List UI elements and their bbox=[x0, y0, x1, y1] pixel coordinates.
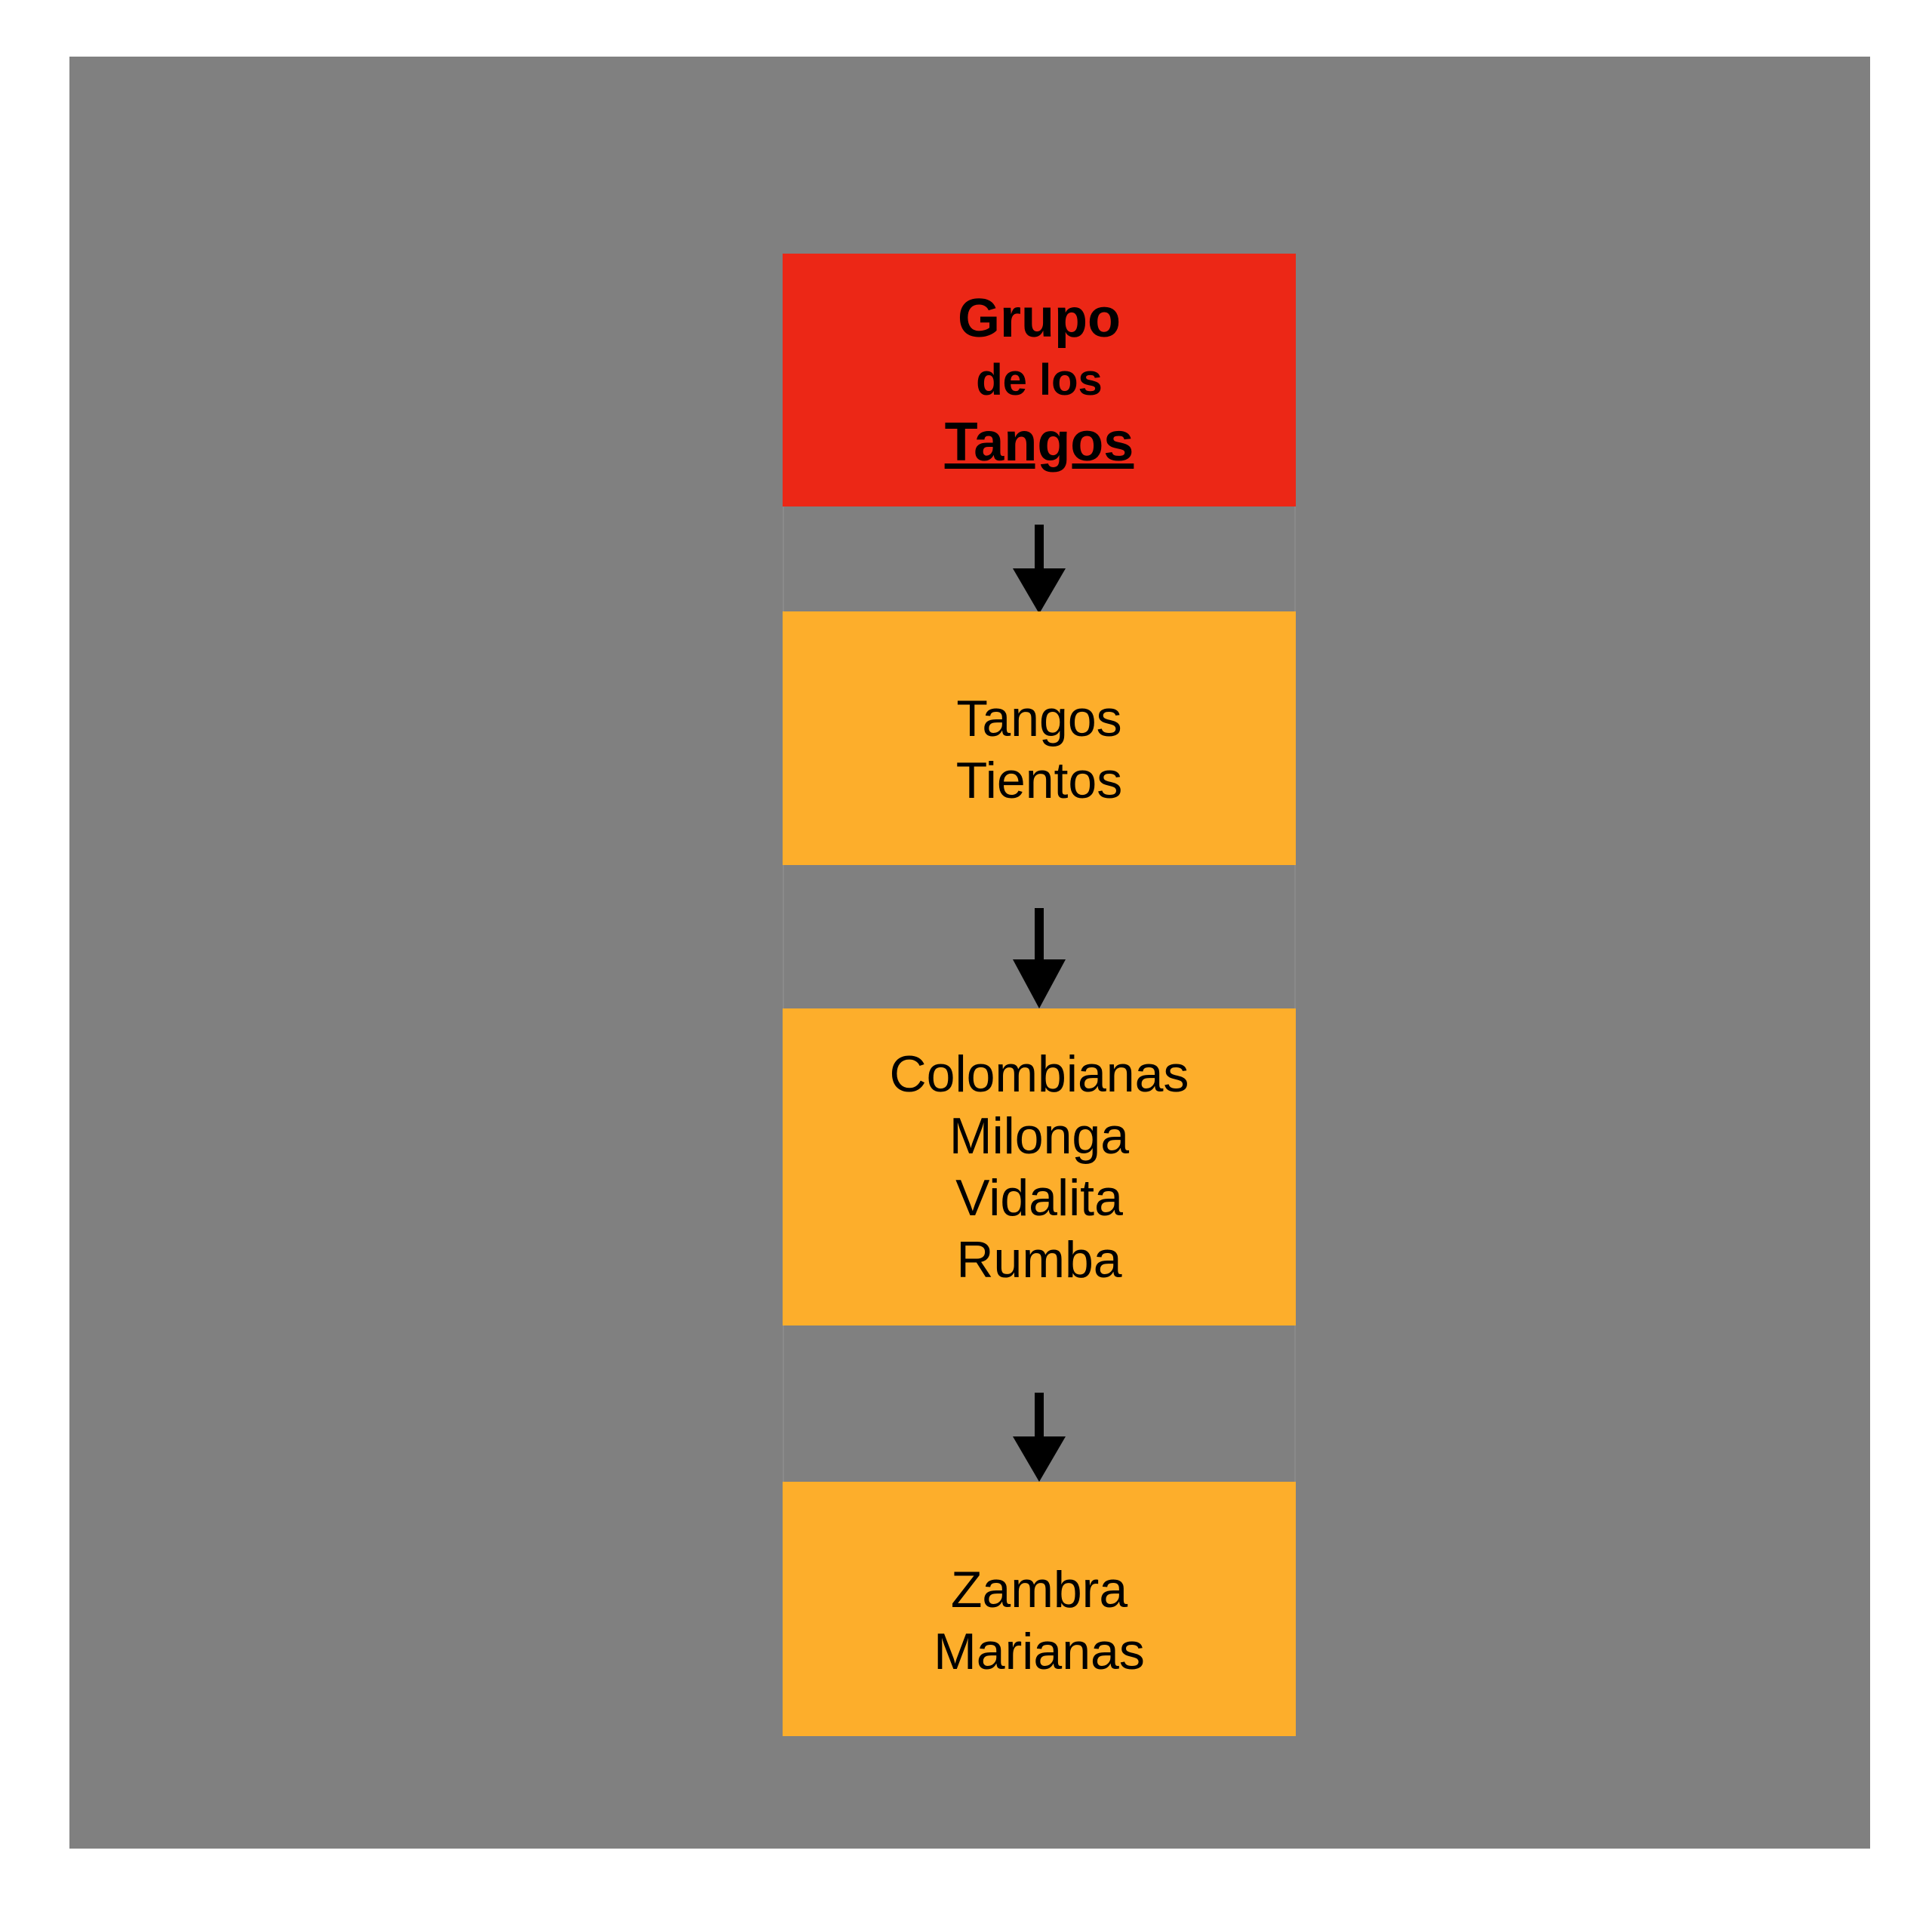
title-line-1: Grupo bbox=[958, 288, 1121, 349]
level-box-3: Zambra Marianas bbox=[783, 1482, 1296, 1736]
connector-spine bbox=[783, 865, 1296, 1008]
list-item: Tangos bbox=[956, 690, 1122, 747]
list-item: Vidalita bbox=[955, 1169, 1123, 1227]
level-box-2: Colombianas Milonga Vidalita Rumba bbox=[783, 1008, 1296, 1325]
title-box: Grupo de los Tangos bbox=[783, 254, 1296, 506]
title-line-2: de los bbox=[976, 355, 1103, 405]
down-arrow-icon bbox=[1013, 1393, 1066, 1482]
down-arrow-icon bbox=[1013, 908, 1066, 1008]
down-arrow-icon bbox=[1013, 525, 1066, 614]
list-item: Rumba bbox=[956, 1231, 1122, 1289]
title-line-3: Tangos bbox=[944, 411, 1134, 473]
list-item: Tientos bbox=[955, 752, 1123, 809]
list-item: Marianas bbox=[934, 1622, 1145, 1680]
list-item: Zambra bbox=[950, 1560, 1128, 1618]
list-item: Colombianas bbox=[889, 1045, 1189, 1103]
diagram-canvas: Grupo de los Tangos Tangos Tientos Colom… bbox=[69, 57, 1870, 1849]
level-box-1: Tangos Tientos bbox=[783, 611, 1296, 865]
list-item: Milonga bbox=[949, 1107, 1130, 1165]
connector-spine bbox=[783, 1325, 1296, 1482]
connector-spine bbox=[783, 506, 1296, 611]
